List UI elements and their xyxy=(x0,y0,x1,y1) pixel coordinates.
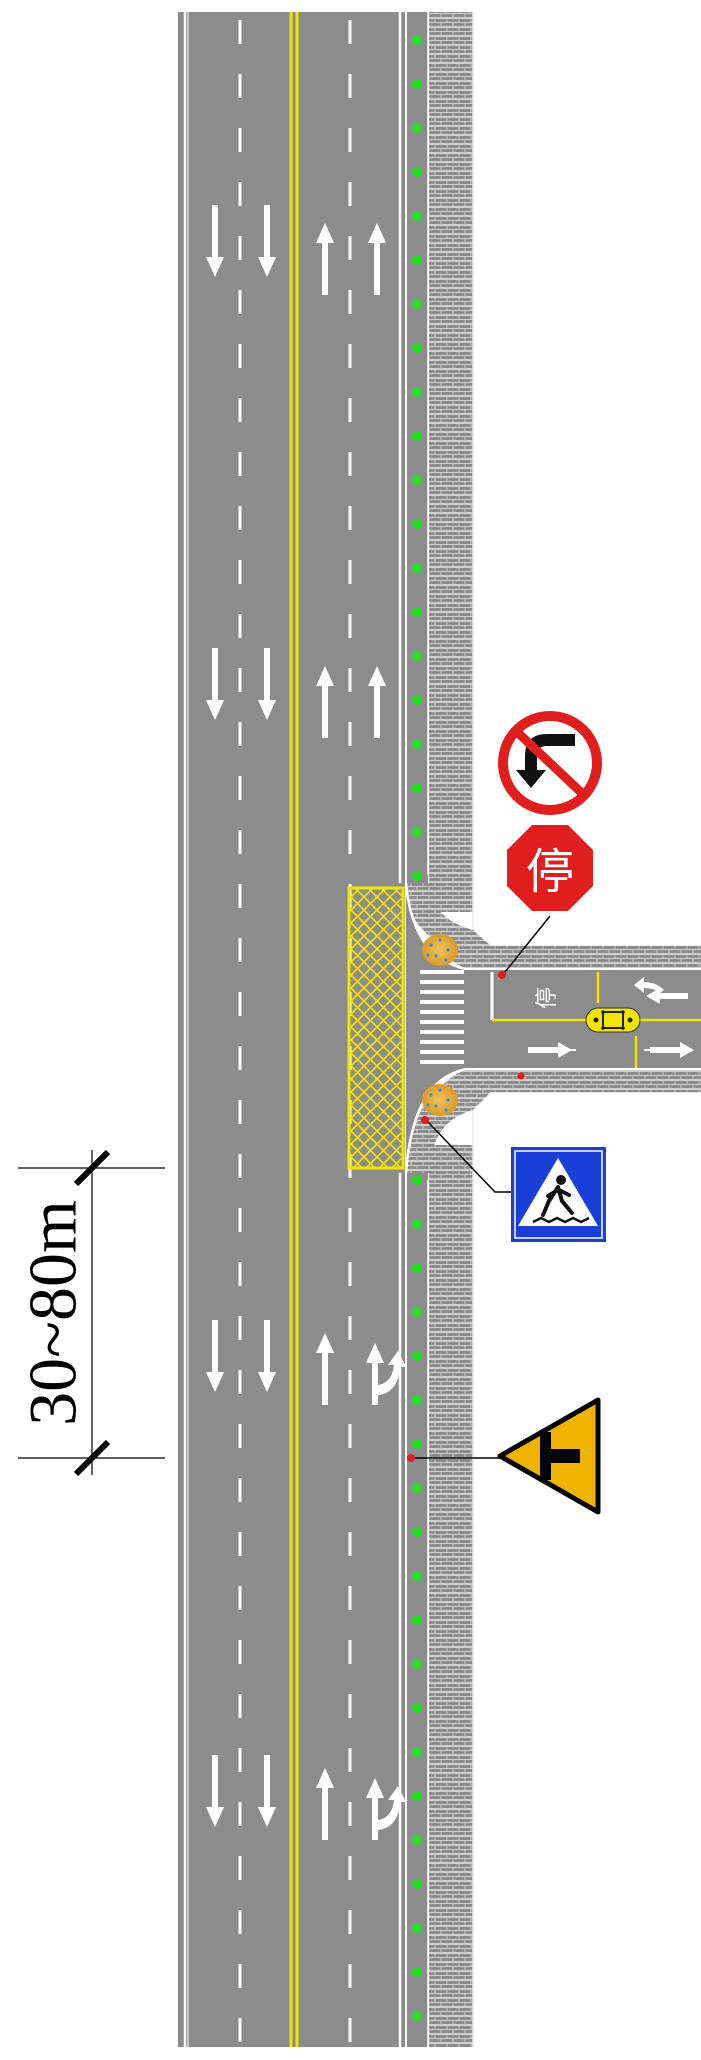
pedestrian-sign-leader xyxy=(421,1116,511,1193)
pedestrian-crossing-sign-icon xyxy=(511,1147,606,1242)
no-stopping-grid-box xyxy=(347,886,405,1170)
stop-sign-icon: 停 xyxy=(502,820,598,916)
dimension-label: 30~80m xyxy=(15,1200,91,1426)
dimension-annotation: 30~80m xyxy=(15,1149,165,1477)
stop-sign-leader xyxy=(498,915,551,979)
right-sidewalk xyxy=(405,12,474,2047)
down-arrows xyxy=(206,205,276,1827)
t-junction-warning-sign-icon xyxy=(497,1397,601,1515)
main-road xyxy=(178,12,406,2047)
no-left-turn-sign-icon xyxy=(498,711,602,815)
zebra-crossing xyxy=(420,970,464,1064)
center-island-signal xyxy=(585,1007,641,1033)
corner-shrubs xyxy=(422,934,458,1116)
stop-sign-text: 停 xyxy=(526,844,574,900)
side-road-stop-text: 停 xyxy=(535,987,560,1009)
green-shrub-dots xyxy=(412,35,422,2021)
double-yellow-centerline xyxy=(289,12,299,2047)
warning-sign-leader xyxy=(407,1454,500,1462)
straight-right-arrows xyxy=(366,1343,406,1840)
up-arrows xyxy=(316,223,386,1840)
side-road-marker xyxy=(517,1072,525,1080)
side-road: 停 xyxy=(404,882,701,1174)
